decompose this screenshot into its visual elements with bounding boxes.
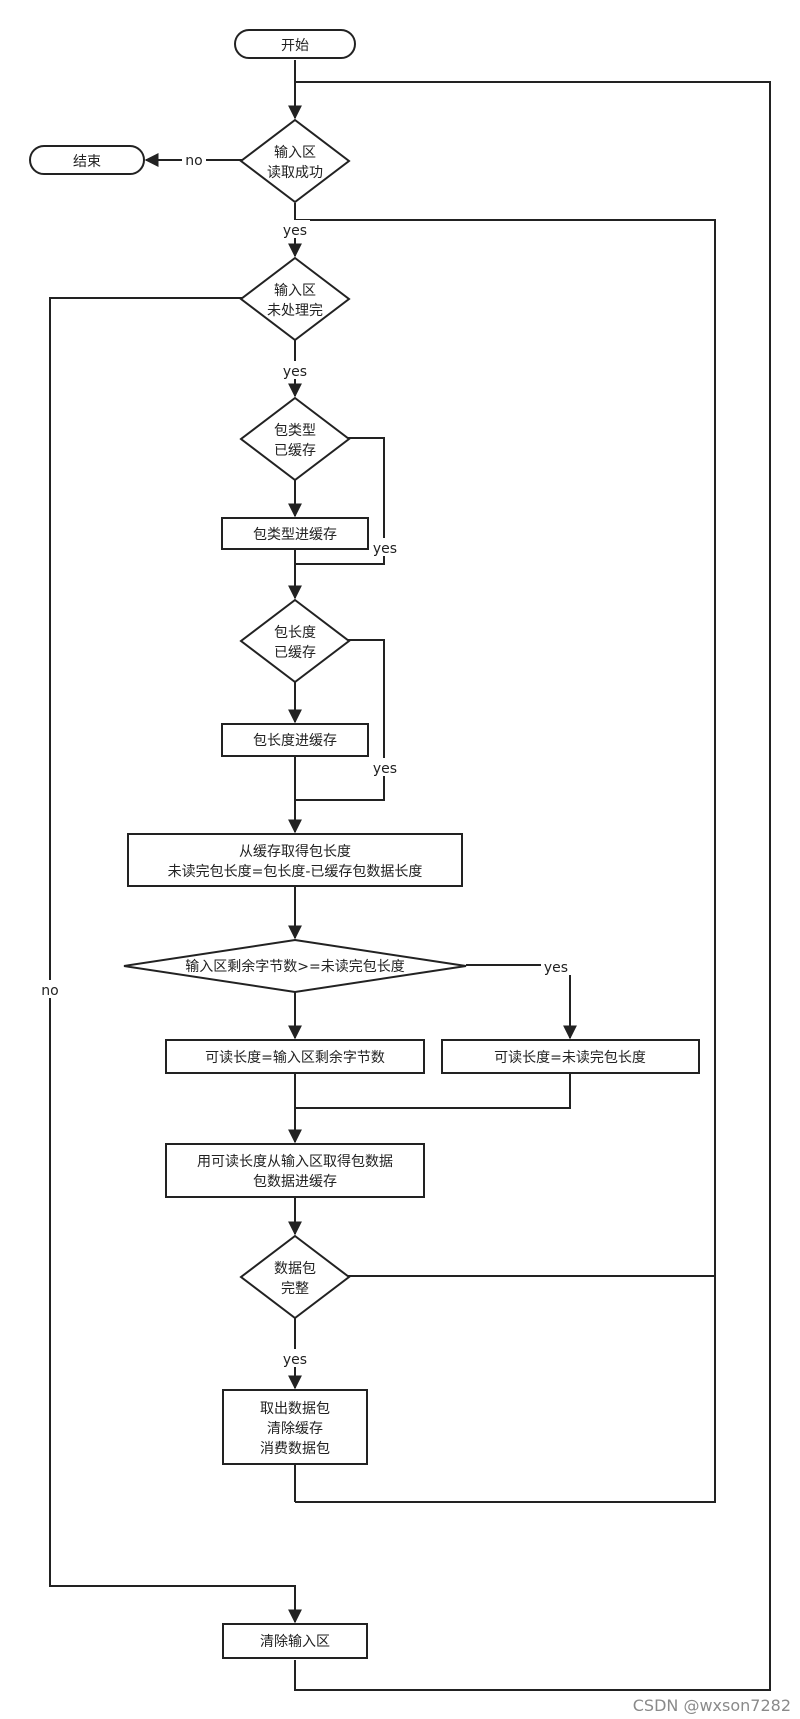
not-done-line1: 输入区 [274,283,316,299]
start-node: 开始 [234,29,356,59]
edge-loop-outer [294,81,771,1691]
edge-loop-inner [295,219,716,1503]
read-ok-line1: 输入区 [274,145,316,161]
compare-decision: 输入区剩余字节数>=未读完包长度 [123,938,467,994]
fetch-data-line2: 包数据进缓存 [253,1174,337,1190]
label-notdone-no: no [41,983,58,999]
label-type-yes: yes [373,541,397,557]
fetch-data-line1: 用可读长度从输入区取得包数据 [197,1153,393,1170]
label-notdone-yes: yes [283,364,307,380]
type-cached-decision: 包类型 已缓存 [239,396,351,482]
label-complete-yes: yes [283,1352,307,1368]
edge-notdone-no [49,297,302,1624]
edge-type-yes [295,437,385,565]
end-label: 结束 [73,154,101,170]
get-length-box: 从缓存取得包长度 未读完包长度=包长度-已缓存包数据长度 [127,833,463,887]
consume-line1: 取出数据包 [260,1401,330,1417]
edge-labels: no yes yes yes yes yes no yes [38,150,571,1368]
consume-line2: 清除缓存 [267,1421,323,1437]
len-cached-line2: 已缓存 [274,645,316,661]
label-len-yes: yes [373,761,397,777]
type-cached-line1: 包类型 [274,423,316,439]
len-to-cache-box: 包长度进缓存 [221,723,369,757]
fetch-data-box: 用可读长度从输入区取得包数据 包数据进缓存 [165,1143,425,1198]
readable-remaining-box: 可读长度=输入区剩余字节数 [165,1039,425,1074]
connectors [49,60,771,1691]
consume-line3: 消费数据包 [260,1441,330,1457]
len-to-cache-label: 包长度进缓存 [253,733,337,749]
complete-line2: 完整 [281,1281,309,1297]
label-compare-yes: yes [544,960,568,976]
get-length-line1: 从缓存取得包长度 [239,843,351,860]
read-ok-decision: 输入区 读取成功 [239,118,351,204]
get-length-line2: 未读完包长度=包长度-已缓存包数据长度 [168,863,423,880]
type-to-cache-box: 包类型进缓存 [221,517,369,550]
start-label: 开始 [281,38,309,54]
watermark-text: CSDN @wxson7282 [633,1696,791,1715]
clear-input-box: 清除输入区 [222,1623,368,1659]
len-cached-decision: 包长度 已缓存 [239,598,351,684]
label-read-yes: yes [283,223,307,239]
read-ok-line2: 读取成功 [267,164,323,181]
compare-label: 输入区剩余字节数>=未读完包长度 [185,958,404,975]
label-read-no: no [185,153,202,169]
type-cached-line2: 已缓存 [274,443,316,459]
consume-box: 取出数据包 清除缓存 消费数据包 [222,1389,368,1465]
type-to-cache-label: 包类型进缓存 [253,527,337,543]
readable-unread-label: 可读长度=未读完包长度 [494,1049,646,1066]
clear-input-label: 清除输入区 [260,1634,330,1650]
edge-unread-join [295,1073,571,1109]
readable-remaining-label: 可读长度=输入区剩余字节数 [205,1049,385,1066]
not-done-line2: 未处理完 [267,303,323,319]
complete-line1: 数据包 [274,1261,316,1277]
not-done-decision: 输入区 未处理完 [239,256,351,342]
complete-decision: 数据包 完整 [239,1234,351,1320]
edge-len-yes [295,639,385,801]
readable-unread-box: 可读长度=未读完包长度 [441,1039,700,1074]
end-node: 结束 [29,145,145,175]
len-cached-line1: 包长度 [274,625,316,641]
